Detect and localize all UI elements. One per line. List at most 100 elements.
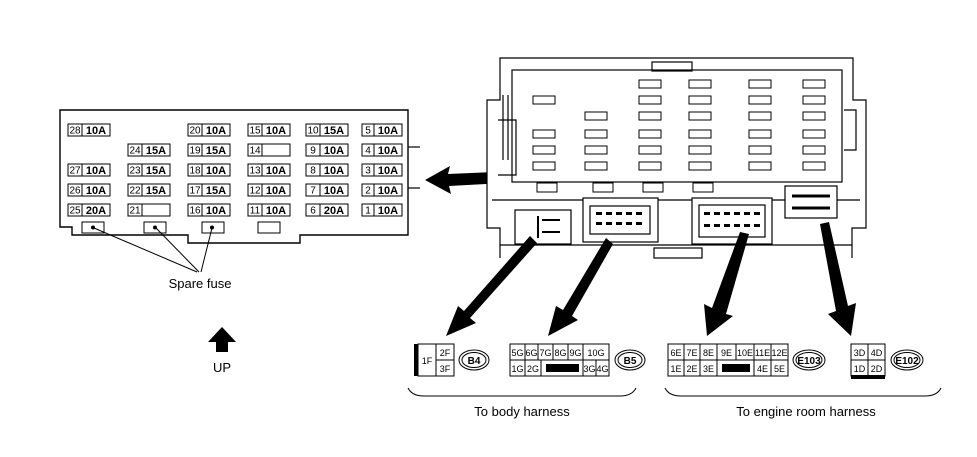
fuse-number: 12 [249, 186, 261, 197]
pin-label: 1G [511, 364, 523, 374]
unit-connector-pins [596, 212, 760, 227]
up-arrow-icon [208, 327, 236, 352]
fuse-12: 12 10A [247, 183, 291, 197]
pin-label: 7E [686, 348, 697, 358]
fuse-23: 23 15A [127, 163, 171, 177]
pin-label: 1E [670, 364, 681, 374]
fuse-number: 25 [69, 206, 81, 217]
fuse-rating: 10A [266, 165, 286, 177]
pin-label: 11E [755, 348, 770, 358]
fuse-number: 21 [129, 206, 141, 217]
pin-label: 2D [871, 364, 883, 374]
fuse-number: 11 [250, 206, 261, 217]
fuse-rating: 15A [146, 165, 166, 177]
up-label: UP [213, 360, 231, 375]
pin-label: 6G [525, 348, 537, 358]
pin-label: 5G [511, 348, 523, 358]
fuse-number: 18 [189, 166, 201, 177]
fuse-rating: 10A [206, 125, 226, 137]
connector-id: B4 [468, 356, 481, 367]
fuse-27: 27 10A [67, 163, 111, 177]
fuse-11: 11 10A [247, 203, 291, 217]
fuse-number: 26 [69, 186, 81, 197]
fuse-rating: 10A [378, 185, 398, 197]
fuse-22: 22 15A [127, 183, 171, 197]
fuse-15: 15 10A [247, 123, 291, 137]
pin-label: 12E [771, 348, 787, 358]
fuse-row-4: 26 10A 22 15A 17 15A 12 10A 7 10A 2 10A [67, 183, 403, 197]
fuse-13: 13 10A [247, 163, 291, 177]
unit-connector-sockets [514, 185, 838, 245]
fuse-rating: 15A [206, 145, 226, 157]
fuse-rating: 10A [86, 165, 106, 177]
fuse-16: 16 10A [187, 203, 231, 217]
pin-label: 3G [583, 364, 595, 374]
pin-label: 10E [737, 348, 753, 358]
body-harness-caption: To body harness [474, 404, 570, 419]
pin-label: 8G [554, 348, 566, 358]
pin-label: 6E [670, 348, 681, 358]
fuse-7: 7 10A [305, 183, 349, 197]
fuse-rating: 20A [324, 205, 344, 217]
fuse-4: 4 10A [361, 143, 403, 157]
fuse-rating: 10A [324, 185, 344, 197]
fuse-number: 5 [365, 126, 371, 137]
spare-fuse-label: Spare fuse [169, 276, 232, 291]
pin-label: 3D [854, 348, 866, 358]
fuse-number: 1 [365, 206, 371, 217]
fuse-row-1: 28 10A 20 10A 15 10A 10 15A 5 10A [67, 123, 403, 137]
fuse-rating: 10A [324, 145, 344, 157]
fuse-17: 17 15A [187, 183, 231, 197]
connector-id: B5 [624, 356, 637, 367]
fuse-number: 4 [365, 146, 371, 157]
fuse-layout-panel [59, 109, 420, 244]
fuse-rating: 10A [206, 205, 226, 217]
fuse-rating: 10A [266, 185, 286, 197]
pin-label: 4G [596, 364, 608, 374]
fuse-rating: 10A [378, 125, 398, 137]
connector-b5: 5G 6G 7G 8G 9G 10G 1G 2G 3G 4G B5 [509, 343, 646, 377]
fuse-number: 16 [189, 206, 201, 217]
fuse-number: 2 [365, 186, 371, 197]
fuse-25: 25 20A [67, 203, 111, 217]
fuse-rating: 10A [86, 185, 106, 197]
fuse-18: 18 10A [187, 163, 231, 177]
fuse-number: 20 [189, 126, 201, 137]
fuse-rating: 15A [146, 145, 166, 157]
fuse-rating: 10A [378, 165, 398, 177]
fuse-rating: 10A [324, 165, 344, 177]
unit-fuse-slots [532, 79, 826, 193]
fuse-rating: 10A [378, 205, 398, 217]
fuse-number: 10 [307, 126, 319, 137]
pin-label: 3F [440, 364, 451, 374]
fuse-26: 26 10A [67, 183, 111, 197]
fuse-24: 24 15A [127, 143, 171, 157]
fuse-number: 17 [189, 186, 201, 197]
connector-id: E102 [895, 356, 919, 367]
fuse-number: 28 [69, 126, 81, 137]
fuse-number: 6 [310, 206, 316, 217]
fuse-3: 3 10A [361, 163, 403, 177]
fuse-rating: 10A [266, 205, 286, 217]
fuse-number: 7 [310, 186, 316, 197]
pin-label: 7G [539, 348, 551, 358]
fuse-row-3: 27 10A 23 15A 18 10A 13 10A 8 10A 3 10A [67, 163, 403, 177]
fuse-number: 19 [189, 146, 201, 157]
pin-label: 1D [854, 364, 866, 374]
connector-b4: 2F 1F 3F B4 [414, 343, 490, 377]
pin-label: 10G [587, 348, 604, 358]
pin-label: 9G [569, 348, 581, 358]
fuse-number: 9 [310, 146, 316, 157]
harness-brackets [407, 387, 942, 397]
connector-id: E103 [797, 356, 821, 367]
pin-label: 4D [871, 348, 883, 358]
fuse-rating: 10A [86, 125, 106, 137]
fuse-row-5: 25 20A 21 16 10A 11 10A 6 20A 1 10A [67, 203, 403, 217]
pin-label: 3E [703, 364, 714, 374]
fuse-rating: 15A [146, 185, 166, 197]
fuse-number: 27 [69, 166, 81, 177]
fuse-number: 15 [249, 126, 261, 137]
fuse-number: 24 [129, 146, 141, 157]
fuse-20: 20 10A [187, 123, 231, 137]
